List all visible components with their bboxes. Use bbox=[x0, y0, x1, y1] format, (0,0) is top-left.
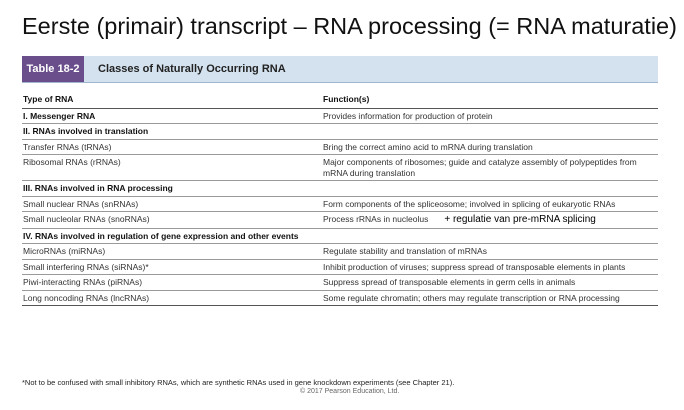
rna-function-cell: Some regulate chromatin; others may regu… bbox=[322, 290, 658, 306]
rna-function-cell: Process rRNAs in nucleolus + regulatie va… bbox=[322, 211, 658, 229]
section-heading: IV. RNAs involved in regulation of gene … bbox=[22, 228, 322, 244]
table-row: Transfer RNAs (tRNAs) Bring the correct … bbox=[22, 139, 658, 155]
table-row: Piwi-interacting RNAs (piRNAs) Suppress … bbox=[22, 274, 658, 291]
rna-function-cell: Regulate stability and translation of mR… bbox=[322, 243, 658, 260]
table-caption: Classes of Naturally Occurring RNA bbox=[98, 63, 286, 75]
table-header-banner: Table 18-2 Classes of Naturally Occurrin… bbox=[22, 56, 658, 83]
rna-function-cell: Bring the correct amino acid to mRNA dur… bbox=[322, 139, 658, 155]
section-heading: III. RNAs involved in RNA processing bbox=[22, 180, 322, 197]
rna-type-cell: Small nucleolar RNAs (snoRNAs) bbox=[22, 211, 322, 229]
rna-type-cell: MicroRNAs (miRNAs) bbox=[22, 243, 322, 260]
table-row: Small nuclear RNAs (snRNAs) Form compone… bbox=[22, 196, 658, 212]
rna-function-cell bbox=[322, 123, 658, 140]
rna-function-cell: Inhibit production of viruses; suppress … bbox=[322, 259, 658, 275]
rna-type-cell: Transfer RNAs (tRNAs) bbox=[22, 139, 322, 155]
rna-type-cell: Long noncoding RNAs (lncRNAs) bbox=[22, 290, 322, 306]
rna-function-cell: Major components of ribosomes; guide and… bbox=[322, 154, 658, 181]
table-row: III. RNAs involved in RNA processing bbox=[22, 180, 658, 197]
section-heading: II. RNAs involved in translation bbox=[22, 123, 322, 140]
rna-type-cell: Small nuclear RNAs (snRNAs) bbox=[22, 196, 322, 212]
table-row: Small interfering RNAs (siRNAs)* Inhibit… bbox=[22, 259, 658, 275]
rna-type-cell: Small interfering RNAs (siRNAs)* bbox=[22, 259, 322, 275]
rna-function-cell: Form components of the spliceosome; invo… bbox=[322, 196, 658, 212]
column-header-function: Function(s) bbox=[322, 92, 658, 109]
rna-classes-table: Type of RNA Function(s) I. Messenger RNA… bbox=[22, 92, 658, 306]
table-row: IV. RNAs involved in regulation of gene … bbox=[22, 228, 658, 244]
column-header-type: Type of RNA bbox=[22, 92, 322, 109]
table-number-label: Table 18-2 bbox=[22, 56, 84, 82]
rna-function-cell: Suppress spread of transposable elements… bbox=[322, 274, 658, 291]
table-footnote: *Not to be confused with small inhibitor… bbox=[22, 378, 455, 387]
table-row: I. Messenger RNA Provides information fo… bbox=[22, 108, 658, 124]
table-row: MicroRNAs (miRNAs) Regulate stability an… bbox=[22, 243, 658, 260]
handwritten-annotation: + regulatie van pre-mRNA splicing bbox=[444, 214, 596, 225]
table-row: Ribosomal RNAs (rRNAs) Major components … bbox=[22, 154, 658, 181]
rna-type-cell: Piwi-interacting RNAs (piRNAs) bbox=[22, 274, 322, 291]
table-header-row: Type of RNA Function(s) bbox=[22, 92, 658, 109]
slide-title: Eerste (primair) transcript – RNA proces… bbox=[22, 13, 677, 39]
rna-function-cell: Provides information for production of p… bbox=[322, 108, 658, 124]
rna-function-cell bbox=[322, 180, 658, 197]
rna-type-cell: I. Messenger RNA bbox=[22, 108, 322, 124]
rna-function-text: Process rRNAs in nucleolus bbox=[323, 214, 429, 224]
table-row: II. RNAs involved in translation bbox=[22, 123, 658, 140]
rna-function-cell bbox=[322, 228, 658, 244]
rna-type-cell: Ribosomal RNAs (rRNAs) bbox=[22, 154, 322, 181]
table-row: Small nucleolar RNAs (snoRNAs) Process r… bbox=[22, 211, 658, 229]
table-row: Long noncoding RNAs (lncRNAs) Some regul… bbox=[22, 290, 658, 306]
copyright-notice: © 2017 Pearson Education, Ltd. bbox=[300, 388, 400, 395]
